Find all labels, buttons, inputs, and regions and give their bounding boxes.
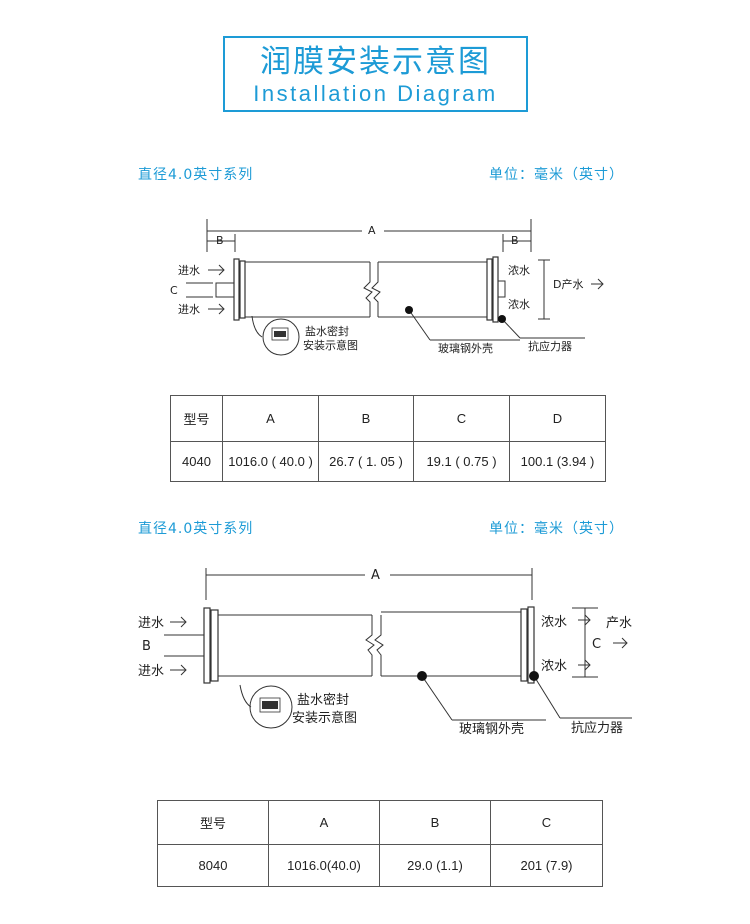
table-header-cell: C <box>490 800 603 845</box>
label-b-left: B <box>216 234 224 247</box>
section2-series: 直径4.0英寸系列 <box>138 521 254 537</box>
title-chinese: 润膜安装示意图 <box>260 44 491 80</box>
table-row: 4040 1016.0 ( 40.0 ) 26.7 ( 1. 05 ) 19.1… <box>170 441 606 482</box>
label-glass-shell: 玻璃钢外壳 <box>438 341 493 355</box>
label-inlet-top: 进水 <box>178 264 200 277</box>
label-brine-seal: 盐水密封 <box>297 692 349 708</box>
section2-unit: 单位：毫米（英寸） <box>489 521 624 537</box>
title-box: 润膜安装示意图 Installation Diagram <box>223 36 528 112</box>
table-cell: 201 (7.9) <box>490 844 603 887</box>
table-cell: 8040 <box>157 844 269 887</box>
table-cell: 26.7 ( 1. 05 ) <box>318 441 414 482</box>
diagram-8040: A B C 进水 进水 浓水 浓水 产水 盐水密封 安装示意图 玻璃钢外壳 抗应… <box>138 568 632 737</box>
table-cell: 4040 <box>170 441 223 482</box>
label-inlet-bottom: 进水 <box>178 303 200 316</box>
table-cell: 100.1 (3.94 ) <box>509 441 606 482</box>
label-conc-top: 浓水 <box>541 615 567 630</box>
table-cell: 1016.0(40.0) <box>268 844 380 887</box>
label-a: A <box>371 568 380 583</box>
table-header-cell: 型号 <box>170 395 223 442</box>
label-install-diagram: 安装示意图 <box>303 338 358 352</box>
label-product: 产水 <box>606 616 632 631</box>
spec-table-8040: 型号 A B C 8040 1016.0(40.0) 29.0 (1.1) 20… <box>157 800 603 887</box>
label-c: C <box>592 637 601 652</box>
label-a: A <box>368 224 376 237</box>
table-cell: 19.1 ( 0.75 ) <box>413 441 510 482</box>
table-header-cell: B <box>318 395 414 442</box>
label-stress-ring: 抗应力器 <box>571 720 623 736</box>
label-conc-bottom: 浓水 <box>508 298 530 311</box>
label-install-diagram: 安装示意图 <box>292 710 357 726</box>
table-header-cell: A <box>268 800 380 845</box>
label-conc-top: 浓水 <box>508 264 530 277</box>
label-d-product: D产水 <box>553 277 583 291</box>
label-brine-seal: 盐水密封 <box>305 324 349 338</box>
table-header-cell: D <box>509 395 606 442</box>
label-b: B <box>142 639 151 654</box>
label-glass-shell: 玻璃钢外壳 <box>459 722 524 737</box>
section1-unit: 单位：毫米（英寸） <box>489 167 624 183</box>
label-inlet-bottom: 进水 <box>138 664 164 679</box>
table-header-cell: A <box>222 395 319 442</box>
label-conc-bottom: 浓水 <box>541 659 567 674</box>
diagram-4040: A B B C 进水 进水 浓水 浓水 D产水 盐水密封 安装示意图 玻璃钢外壳… <box>170 219 604 356</box>
table-row: 8040 1016.0(40.0) 29.0 (1.1) 201 (7.9) <box>157 844 603 887</box>
label-stress-ring: 抗应力器 <box>528 339 572 353</box>
label-inlet-top: 进水 <box>138 616 164 631</box>
table-header-cell: C <box>413 395 510 442</box>
label-b-right: B <box>511 234 519 247</box>
table-header-row: 型号 A B C <box>157 800 603 845</box>
table-header-cell: 型号 <box>157 800 269 845</box>
title-english: Installation Diagram <box>253 81 498 106</box>
table-header-cell: B <box>379 800 491 845</box>
table-cell: 1016.0 ( 40.0 ) <box>222 441 319 482</box>
label-c: C <box>170 284 178 297</box>
table-header-row: 型号 A B C D <box>170 395 606 442</box>
section1-series: 直径4.0英寸系列 <box>138 167 254 183</box>
spec-table-4040: 型号 A B C D 4040 1016.0 ( 40.0 ) 26.7 ( 1… <box>170 395 606 482</box>
table-cell: 29.0 (1.1) <box>379 844 491 887</box>
